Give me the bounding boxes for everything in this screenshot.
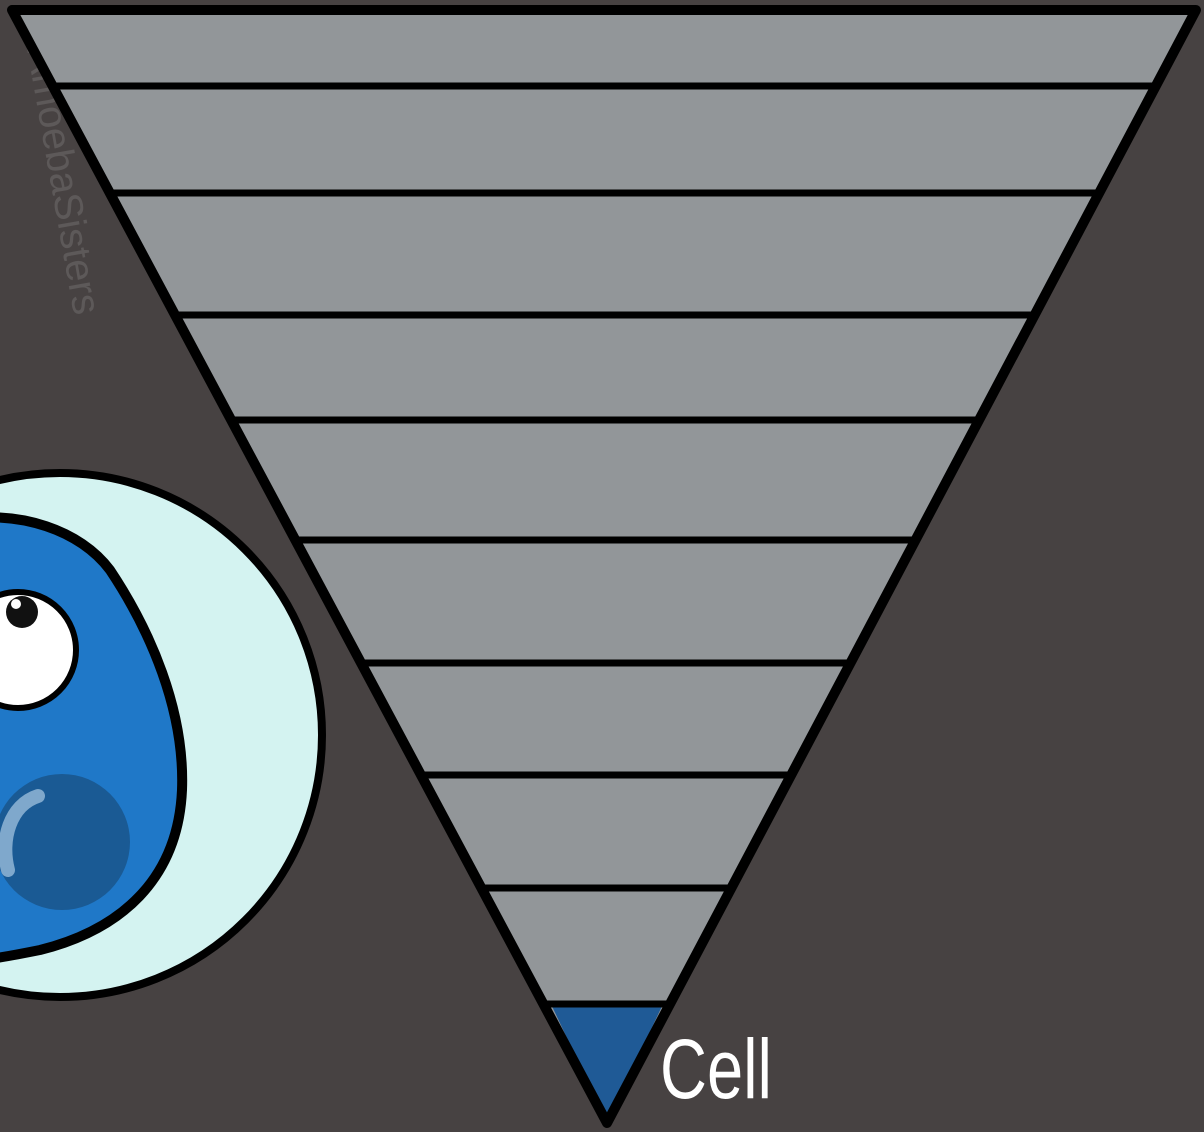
amoeba-character (0, 473, 322, 997)
amoeba-nucleus (0, 774, 130, 910)
amoeba-eye-shine (11, 599, 21, 609)
amoeba-eye-pupil (6, 596, 38, 628)
cell-level-label: Cell (660, 1022, 772, 1116)
cell-level-fill (551, 1004, 663, 1123)
